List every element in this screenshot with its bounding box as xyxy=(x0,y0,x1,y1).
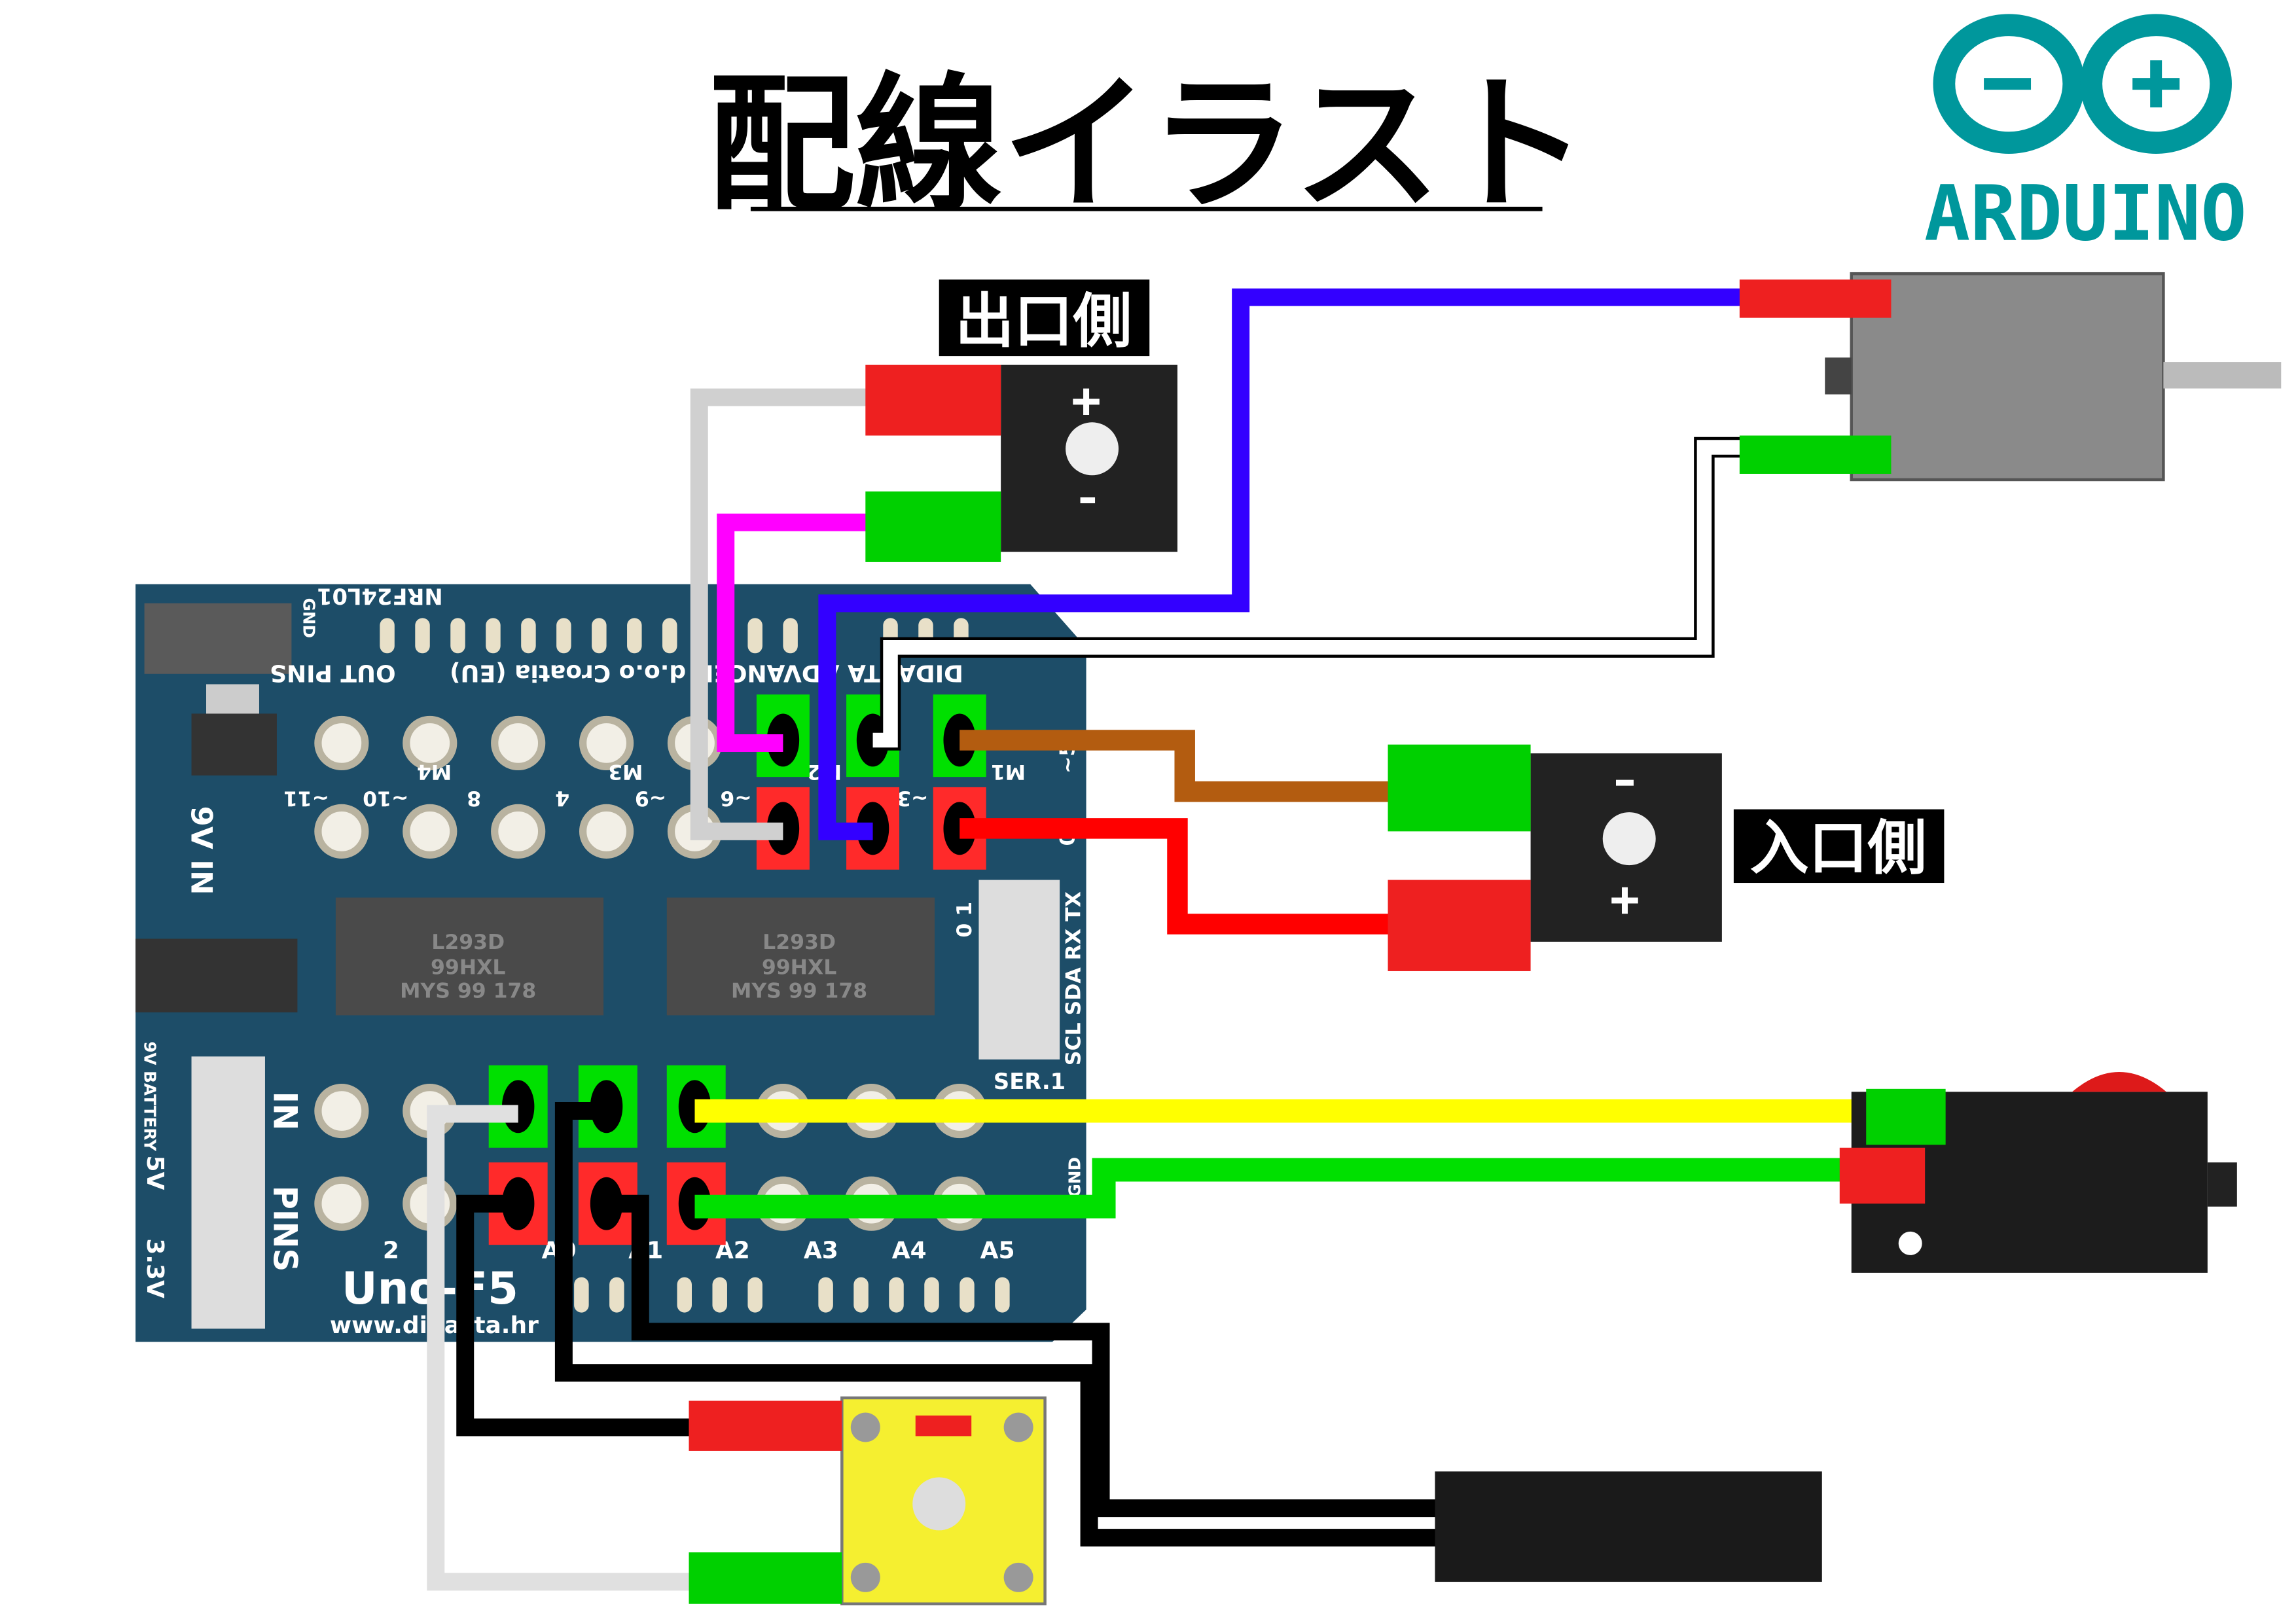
ser-label: SER.1 xyxy=(994,1069,1066,1094)
plus-icon xyxy=(1073,388,1100,416)
wire-white xyxy=(872,440,1744,748)
pin-label: ~11 xyxy=(283,787,329,810)
wire-blue xyxy=(818,288,1744,840)
yellow-sensor-module xyxy=(689,1396,1047,1606)
5v-label: 5V xyxy=(141,1156,168,1190)
out-pins-label: OUT PINS xyxy=(270,659,396,686)
serial-num-label: 0 1 xyxy=(953,902,977,938)
pin-label: 8 xyxy=(467,787,481,810)
arduino-logo-text: ARDUINO xyxy=(1924,168,2247,258)
arduino-logo: ARDUINO xyxy=(1924,14,2247,258)
serial-pins-label: SCL SDA RX TX xyxy=(1062,891,1086,1065)
pin-label: ~10 xyxy=(363,787,408,810)
motor-driver-chip-2 xyxy=(666,897,935,1016)
black-sensor-bar xyxy=(1435,1471,1822,1582)
page-title: 配線イラスト xyxy=(708,60,1588,231)
motor-label: M1 xyxy=(991,760,1026,783)
pin-label: A4 xyxy=(892,1237,927,1264)
chip-label: 99HXL xyxy=(431,955,505,979)
pin-label: ~6 xyxy=(720,787,751,810)
wire-gray-top xyxy=(690,388,872,840)
wire-magenta xyxy=(717,513,872,752)
chip-label: MYS 99 178 xyxy=(400,979,536,1003)
rocker-switch xyxy=(1839,1071,2237,1273)
chip-label: L293D xyxy=(762,931,836,954)
3v3-label: 3.3V xyxy=(141,1238,168,1298)
green-connector xyxy=(865,491,1001,562)
power-in-label: 9V IN xyxy=(185,806,219,895)
power-terminal xyxy=(191,1056,265,1329)
output-button-module: 出口側 xyxy=(865,279,1177,562)
nrf-label: NRF24L01 xyxy=(317,583,443,609)
red-connector xyxy=(1839,1147,1926,1204)
motor-driver-chip-1 xyxy=(335,897,604,1016)
red-connector xyxy=(865,365,1001,436)
pin-label: A3 xyxy=(804,1237,838,1264)
green-connector xyxy=(1739,435,1892,474)
motor-label: M4 xyxy=(417,760,452,783)
pin-label: A5 xyxy=(980,1237,1015,1264)
chip-label: MYS 99 178 xyxy=(731,979,867,1003)
serial-terminal xyxy=(978,880,1060,1060)
input-side-label: 入口側 xyxy=(1750,815,1927,883)
pin-label: ~3 xyxy=(897,787,928,810)
red-connector xyxy=(1388,880,1531,971)
wire-red xyxy=(960,818,1391,935)
wire-green xyxy=(694,1158,1843,1219)
chip-label: L293D xyxy=(431,931,505,954)
wire-brown xyxy=(960,730,1391,802)
battery-label: 9V BATTERY xyxy=(141,1041,160,1152)
pin-label: 4 xyxy=(555,787,569,810)
red-connector xyxy=(689,1400,842,1451)
input-button-module: 入口側 xyxy=(1388,744,1945,971)
gnd-label: GND xyxy=(299,598,318,638)
green-connector xyxy=(1866,1088,1946,1145)
pin-label: ~9 xyxy=(635,787,666,810)
wire-black-2 xyxy=(554,1102,1437,1547)
red-connector xyxy=(1739,279,1892,318)
wire-black-3 xyxy=(606,1194,1437,1518)
solenoid xyxy=(1739,272,2282,482)
green-connector xyxy=(689,1552,842,1604)
plus-icon xyxy=(1611,887,1638,914)
gnd-label: GND xyxy=(1066,1157,1085,1198)
wire-gray-bottom xyxy=(427,1105,692,1591)
output-side-label: 出口側 xyxy=(955,288,1132,356)
chip-label: 99HXL xyxy=(762,955,836,979)
pins-label: PINS xyxy=(266,1186,304,1272)
green-connector xyxy=(1388,744,1531,832)
in-label: IN xyxy=(266,1092,304,1131)
motor-label: M3 xyxy=(608,760,643,783)
wire-black-1 xyxy=(456,1194,692,1436)
spring xyxy=(2163,362,2282,389)
pin-label: 2 xyxy=(383,1237,399,1264)
